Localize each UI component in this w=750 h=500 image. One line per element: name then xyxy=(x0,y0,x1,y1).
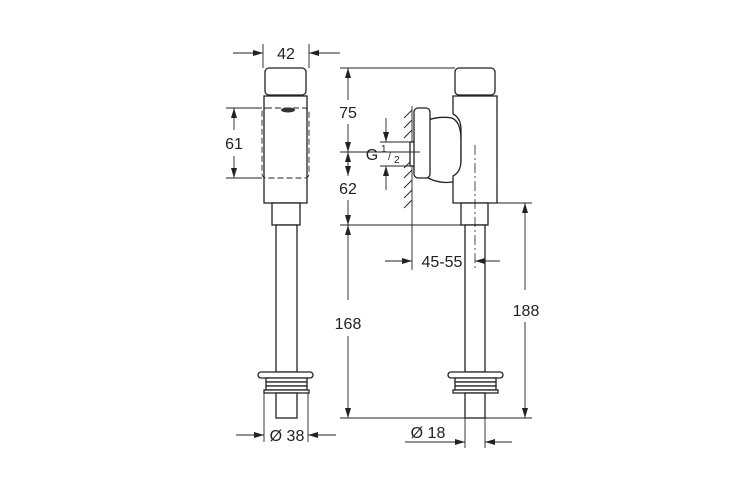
svg-text:2: 2 xyxy=(394,155,400,166)
neck xyxy=(271,202,301,226)
dimension-42: 42 xyxy=(233,44,340,68)
flush-button xyxy=(264,67,307,96)
dimension-62: 62 xyxy=(339,152,357,225)
front-view xyxy=(257,67,314,419)
dimension-thread: G 1 / 2 xyxy=(366,118,412,190)
flush-pipe-side xyxy=(464,224,486,373)
dimension-75: 75 xyxy=(339,68,357,152)
side-view xyxy=(403,67,504,419)
dimension-45-55: 45-55 xyxy=(385,212,500,271)
svg-text:1: 1 xyxy=(381,144,387,155)
wall-flange xyxy=(413,107,431,179)
svg-text:75: 75 xyxy=(339,105,357,122)
dimension-168: 168 xyxy=(335,225,362,418)
svg-text:/: / xyxy=(388,152,391,163)
dimension-188: 188 xyxy=(513,203,540,418)
svg-text:42: 42 xyxy=(277,46,295,63)
rosette xyxy=(257,371,314,379)
pipe-end xyxy=(275,392,298,419)
logo-icon xyxy=(281,107,295,113)
svg-text:Ø 18: Ø 18 xyxy=(411,425,446,442)
svg-text:Ø 38: Ø 38 xyxy=(270,428,305,445)
dimension-diameter-18: Ø 18 xyxy=(405,418,512,448)
flush-button-side xyxy=(454,67,496,96)
svg-text:G: G xyxy=(366,147,378,164)
valve-body xyxy=(263,95,308,204)
dimension-diameter-38: Ø 38 xyxy=(236,393,336,445)
svg-text:62: 62 xyxy=(339,181,357,198)
seal-threads xyxy=(263,377,310,394)
connector xyxy=(427,116,462,184)
dimension-61: 61 xyxy=(225,107,262,179)
svg-text:61: 61 xyxy=(225,136,243,153)
svg-text:188: 188 xyxy=(513,303,540,320)
svg-text:45-55: 45-55 xyxy=(422,254,463,271)
flush-pipe xyxy=(275,224,298,373)
svg-text:168: 168 xyxy=(335,316,362,333)
